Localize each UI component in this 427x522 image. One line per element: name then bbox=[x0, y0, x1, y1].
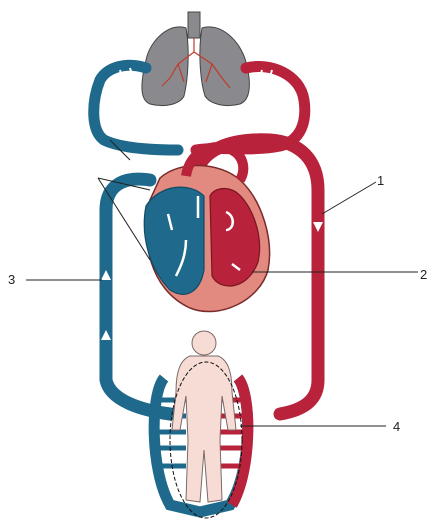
callout-label-4: 4 bbox=[393, 419, 400, 434]
lungs bbox=[142, 12, 249, 106]
heart bbox=[144, 147, 269, 312]
figure-torso bbox=[172, 356, 236, 502]
body-figure bbox=[172, 331, 236, 502]
callout-label-2: 2 bbox=[420, 267, 427, 282]
callout-label-1: 1 bbox=[377, 173, 384, 188]
callout-label-3: 3 bbox=[8, 272, 15, 287]
trachea bbox=[188, 12, 200, 38]
leader-line-1 bbox=[322, 182, 376, 214]
right-heart-chambers bbox=[144, 187, 204, 294]
figure-head bbox=[192, 331, 216, 355]
